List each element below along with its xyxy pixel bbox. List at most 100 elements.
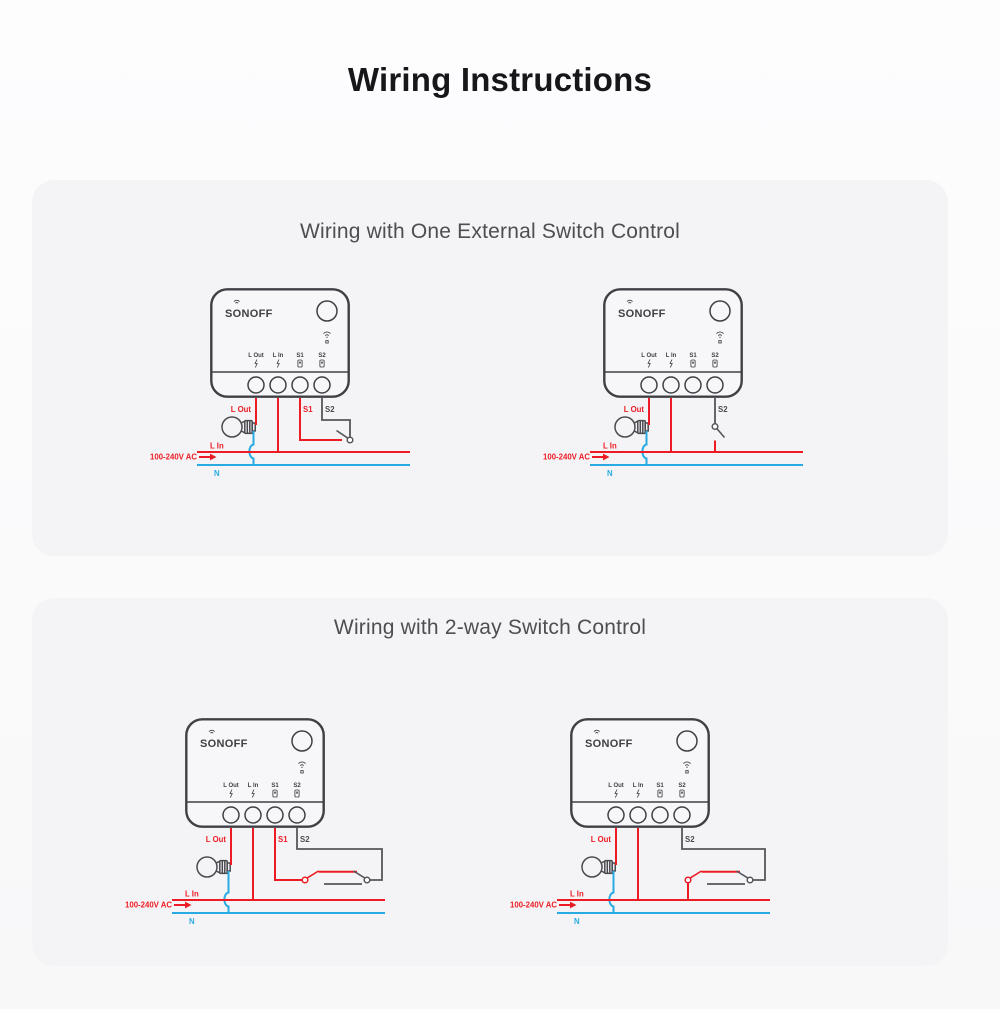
label-s2: S2	[718, 405, 728, 414]
logo-antenna-icon	[233, 299, 240, 304]
diagram-two-way-s2-live: SONOFF L Out L In S1 S2	[510, 718, 770, 926]
logo-antenna-icon	[593, 729, 600, 734]
switch-icon	[336, 429, 354, 444]
switch-icon	[711, 422, 726, 439]
label-s2: S2	[685, 835, 695, 844]
diagram-two-way-s1-s2: SONOFF L Out L In S1 S2	[125, 718, 385, 926]
terminal-holes	[247, 376, 331, 394]
terminal-label-lin: L In	[273, 353, 284, 359]
label-lin: L In	[185, 890, 199, 899]
label-neutral: N	[189, 917, 195, 926]
supply-arrow-icon	[559, 901, 577, 909]
page-title: Wiring Instructions	[347, 61, 653, 98]
device-body	[210, 288, 350, 398]
wire-s2	[681, 828, 766, 881]
label-neutral: N	[607, 469, 613, 478]
diagram-one-switch-s1-s2: SONOFF L Out L In S1 S2	[150, 288, 410, 478]
terminal-glyph-icons	[647, 359, 718, 368]
sonoff-device: SONOFF L Out L In S1 S2	[210, 288, 350, 398]
terminal-label-s2: S2	[318, 353, 326, 359]
svg-text:S2: S2	[711, 353, 719, 359]
device-body	[185, 718, 325, 828]
label-supply: 100-240V AC	[543, 453, 590, 462]
wire-bulb-neutral	[223, 871, 230, 913]
svg-text:L In: L In	[666, 353, 677, 359]
light-bulb-icon	[196, 856, 231, 878]
light-bulb-icon	[581, 856, 616, 878]
wifi-indicator-icon	[298, 761, 306, 774]
svg-text:S1: S1	[271, 783, 279, 789]
label-neutral: N	[214, 469, 220, 478]
terminal-labels: L Out L In S1 S2	[641, 353, 719, 359]
wifi-indicator-icon	[323, 331, 331, 344]
terminal-glyph-icons	[254, 359, 325, 368]
sonoff-logo: SONOFF	[585, 738, 633, 750]
svg-text:S1: S1	[689, 353, 697, 359]
terminal-label-s1: S1	[296, 353, 304, 359]
wire-s1	[299, 398, 342, 441]
wire-s2	[296, 828, 383, 881]
label-lout: L Out	[591, 835, 612, 844]
svg-text:L Out: L Out	[223, 783, 239, 789]
svg-text:L Out: L Out	[608, 783, 624, 789]
label-lout: L Out	[624, 405, 645, 414]
sonoff-logo: SONOFF	[225, 308, 273, 320]
wire-s1	[274, 828, 303, 881]
label-lout: L Out	[206, 835, 227, 844]
supply-arrow-icon	[199, 453, 217, 461]
terminal-labels: L Out L In S1 S2	[248, 353, 326, 359]
wire-s2	[321, 398, 351, 438]
label-lin: L In	[570, 890, 584, 899]
two-way-switch-icon	[684, 870, 754, 885]
supply-arrow-icon	[592, 453, 610, 461]
panel-two-way-switch: Wiring with 2-way Switch Control SONOFF …	[32, 598, 948, 966]
device-body	[603, 288, 743, 398]
sonoff-logo: SONOFF	[618, 308, 666, 320]
terminal-labels: L Out L In S1 S2	[223, 783, 301, 789]
label-lin: L In	[603, 442, 617, 451]
terminal-holes	[607, 806, 691, 824]
device-body	[570, 718, 710, 828]
label-s2: S2	[325, 405, 335, 414]
logo-antenna-icon	[208, 729, 215, 734]
wire-bulb-neutral	[641, 431, 648, 465]
device-button	[291, 730, 313, 752]
svg-text:S2: S2	[293, 783, 301, 789]
supply-arrow-icon	[174, 901, 192, 909]
terminal-label-lout: L Out	[248, 353, 264, 359]
label-lin: L In	[210, 442, 224, 451]
svg-text:L In: L In	[248, 783, 259, 789]
wire-bulb-neutral	[248, 431, 255, 465]
wifi-indicator-icon	[716, 331, 724, 344]
section-heading: Wiring with One External Switch Control	[299, 220, 681, 243]
panel-one-external-switch: Wiring with One External Switch Control …	[32, 180, 948, 556]
terminal-holes	[640, 376, 724, 394]
label-lout: L Out	[231, 405, 252, 414]
svg-text:S1: S1	[656, 783, 664, 789]
wire-bulb-neutral	[608, 871, 615, 913]
two-way-switch-icon	[301, 870, 371, 885]
terminal-glyph-icons	[614, 789, 685, 798]
label-supply: 100-240V AC	[125, 901, 172, 910]
wifi-indicator-icon	[683, 761, 691, 774]
label-supply: 100-240V AC	[150, 453, 197, 462]
sonoff-device: SONOFF L Out L In S1 S2	[570, 718, 710, 828]
device-button	[709, 300, 731, 322]
light-bulb-icon	[614, 416, 649, 438]
label-neutral: N	[574, 917, 580, 926]
sonoff-logo: SONOFF	[200, 738, 248, 750]
svg-text:S2: S2	[678, 783, 686, 789]
svg-text:L Out: L Out	[641, 353, 657, 359]
diagram-one-switch-s2: SONOFF L Out L In S1 S2	[543, 288, 803, 478]
terminal-labels: L Out L In S1 S2	[608, 783, 686, 789]
terminal-glyph-icons	[229, 789, 300, 798]
svg-text:L In: L In	[633, 783, 644, 789]
terminal-holes	[222, 806, 306, 824]
label-supply: 100-240V AC	[510, 901, 557, 910]
label-s1: S1	[278, 835, 288, 844]
logo-antenna-icon	[626, 299, 633, 304]
section-heading: Wiring with 2-way Switch Control	[333, 616, 647, 639]
sonoff-device: SONOFF L Out L In S1 S2	[603, 288, 743, 398]
device-button	[316, 300, 338, 322]
